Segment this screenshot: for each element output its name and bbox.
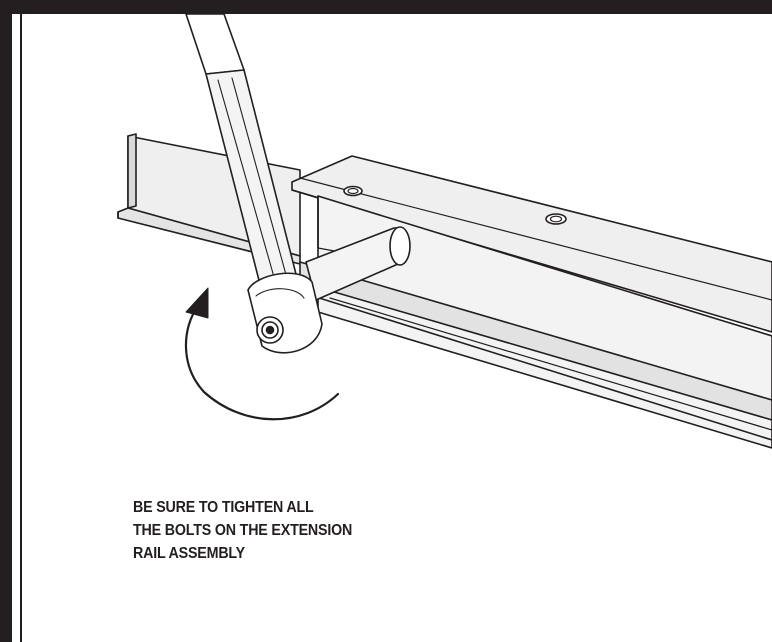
instruction-line: BE SURE TO TIGHTEN ALL [133, 499, 314, 516]
instruction-line: THE BOLTS ON THE EXTENSION [133, 522, 353, 539]
curved-arrow-icon [184, 287, 340, 421]
page-left-border [0, 0, 12, 642]
ratchet-wrench-icon [185, 13, 411, 354]
page-top-border [0, 0, 772, 14]
bolt-hole-icon [343, 185, 363, 197]
assembly-instruction-text: BE SURE TO TIGHTEN ALL THE BOLTS ON THE … [133, 496, 464, 565]
page-left-rule [20, 14, 22, 642]
extension-rail-icon [291, 155, 772, 449]
bolt-hole-icon [545, 213, 567, 225]
instruction-line: RAIL ASSEMBLY [133, 545, 245, 562]
